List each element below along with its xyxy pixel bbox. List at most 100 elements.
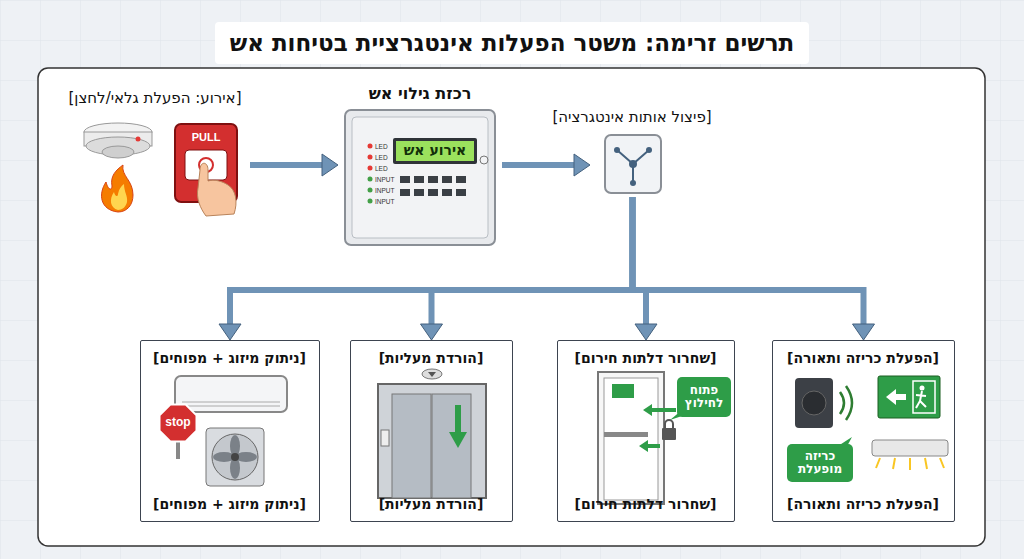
down-arrow-head — [449, 432, 467, 448]
panel-led — [368, 144, 373, 149]
panel-button — [442, 189, 452, 196]
smoke-detector — [84, 123, 152, 158]
led-label: LED — [375, 164, 399, 173]
panel-button — [400, 176, 410, 183]
box-heading: [שחרור דלתות חירום] — [558, 347, 733, 371]
box-footer: [שחרור דלתות חירום] — [558, 493, 733, 517]
padlock-shackle — [665, 420, 673, 428]
flame-symbol — [102, 165, 133, 212]
action-box: [הפעלת כריזה ותאורה][הפעלת כריזה ותאורה]… — [772, 340, 955, 522]
down-arrow-shaft — [455, 405, 461, 433]
led-label: INPUT — [375, 186, 401, 195]
led-label: INPUT — [375, 175, 401, 184]
splitter-spokes — [617, 150, 649, 183]
release-arrow — [643, 404, 676, 416]
diagram-title: תרשים זרימה: משטר הפעלות אינטגרציית בטיח… — [150, 26, 874, 62]
exit-door-mark — [913, 381, 935, 413]
flow-arrow — [219, 197, 633, 340]
arrow-shaft — [432, 197, 633, 326]
panel-button — [400, 189, 410, 196]
splitter-label: [פיצול אותות אינטגרציה] — [532, 105, 732, 129]
led-label: LED — [375, 153, 399, 162]
splitter-end — [614, 147, 620, 153]
action-box: [הורדת מעליות][הורדת מעליות] — [350, 340, 513, 522]
panel-led — [368, 155, 373, 160]
exit-man-body — [916, 391, 926, 408]
arrow-shaft — [633, 197, 647, 326]
status-callout: כריזה מופעלת — [787, 444, 853, 482]
fire-panel-node: רכזת גילוי אש אירוע אש — [338, 82, 502, 250]
pull-label: PULL — [183, 129, 229, 145]
hvac-shutdown — [160, 376, 288, 486]
action-box: [ניתוק מיזוג + מפוחים] [ניתוק מיזוג + מפו… — [140, 340, 320, 522]
door-leaf — [604, 378, 658, 500]
flow-arrow — [633, 197, 875, 340]
detector-sensor — [102, 146, 134, 158]
splitter-end — [630, 180, 636, 186]
flame-outer — [102, 165, 133, 212]
panel-button — [414, 176, 424, 183]
flow-arrow — [502, 154, 590, 176]
panel-case — [345, 110, 495, 245]
panel-led — [368, 166, 373, 171]
arrow-head — [219, 324, 241, 340]
arrow-head — [421, 324, 443, 340]
flow-arrow — [421, 197, 633, 340]
led-label: LED — [375, 142, 399, 151]
panel-knob — [480, 156, 488, 164]
speaker-cone — [802, 391, 826, 415]
elevator — [378, 369, 486, 498]
splitter-hub — [629, 160, 637, 168]
detector-led — [136, 137, 141, 142]
release-arrow — [639, 440, 660, 452]
panel-button — [442, 176, 452, 183]
arrow-head — [322, 154, 338, 176]
splitter-box — [605, 135, 661, 193]
exit-arrow — [886, 389, 906, 405]
panel-led — [368, 177, 373, 182]
arrow-head — [635, 324, 657, 340]
arrow-shaft — [230, 197, 633, 326]
screen-bezel — [393, 138, 477, 164]
panel-button — [428, 189, 438, 196]
event-group: [אירוע: הפעלת גלאי/לחצן] — [60, 86, 250, 216]
elevator-door — [392, 394, 431, 498]
fan-guard — [212, 434, 258, 480]
splitter-end — [646, 147, 652, 153]
sound-waves — [840, 386, 852, 420]
flame-inner — [111, 184, 127, 210]
panel-screen — [396, 141, 474, 161]
door-exit-sign — [612, 384, 634, 398]
ceiling-lamp — [872, 440, 948, 456]
exit-sign — [878, 376, 940, 418]
box-heading: [ניתוק מיזוג + מפוחים] — [141, 347, 318, 371]
splitter-node: [פיצול אותות אינטגרציה] — [590, 105, 675, 197]
flow-arrow — [250, 154, 338, 176]
panel-led — [368, 188, 373, 193]
call-buttons — [381, 430, 389, 446]
speaker — [795, 378, 833, 428]
status-callout: פתוח לחילוץ — [677, 377, 731, 417]
arrow-shaft — [633, 197, 864, 326]
panel-face — [352, 117, 488, 238]
arrow-head — [574, 154, 590, 176]
emergency-door — [598, 372, 688, 504]
box-footer: [הורדת מעליות] — [351, 493, 511, 517]
panel-led — [368, 199, 373, 204]
callout-text: כריזה מופעלת — [787, 444, 853, 482]
pull-station — [175, 124, 237, 216]
ac-vent — [182, 402, 280, 406]
panel-heading: רכזת גילוי אש — [338, 82, 502, 106]
screen-text: אירוע אש — [396, 141, 474, 161]
stop-label: stop — [158, 416, 198, 430]
box-footer: [הפעלת כריזה ותאורה] — [773, 493, 953, 517]
box-footer: [ניתוק מיזוג + מפוחים] — [141, 493, 318, 517]
exit-man-head — [920, 386, 925, 391]
ac-unit — [175, 376, 287, 412]
callout-text: פתוח לחילוץ — [677, 377, 731, 417]
led-label: INPUT — [375, 197, 401, 206]
fan-housing — [206, 428, 264, 486]
